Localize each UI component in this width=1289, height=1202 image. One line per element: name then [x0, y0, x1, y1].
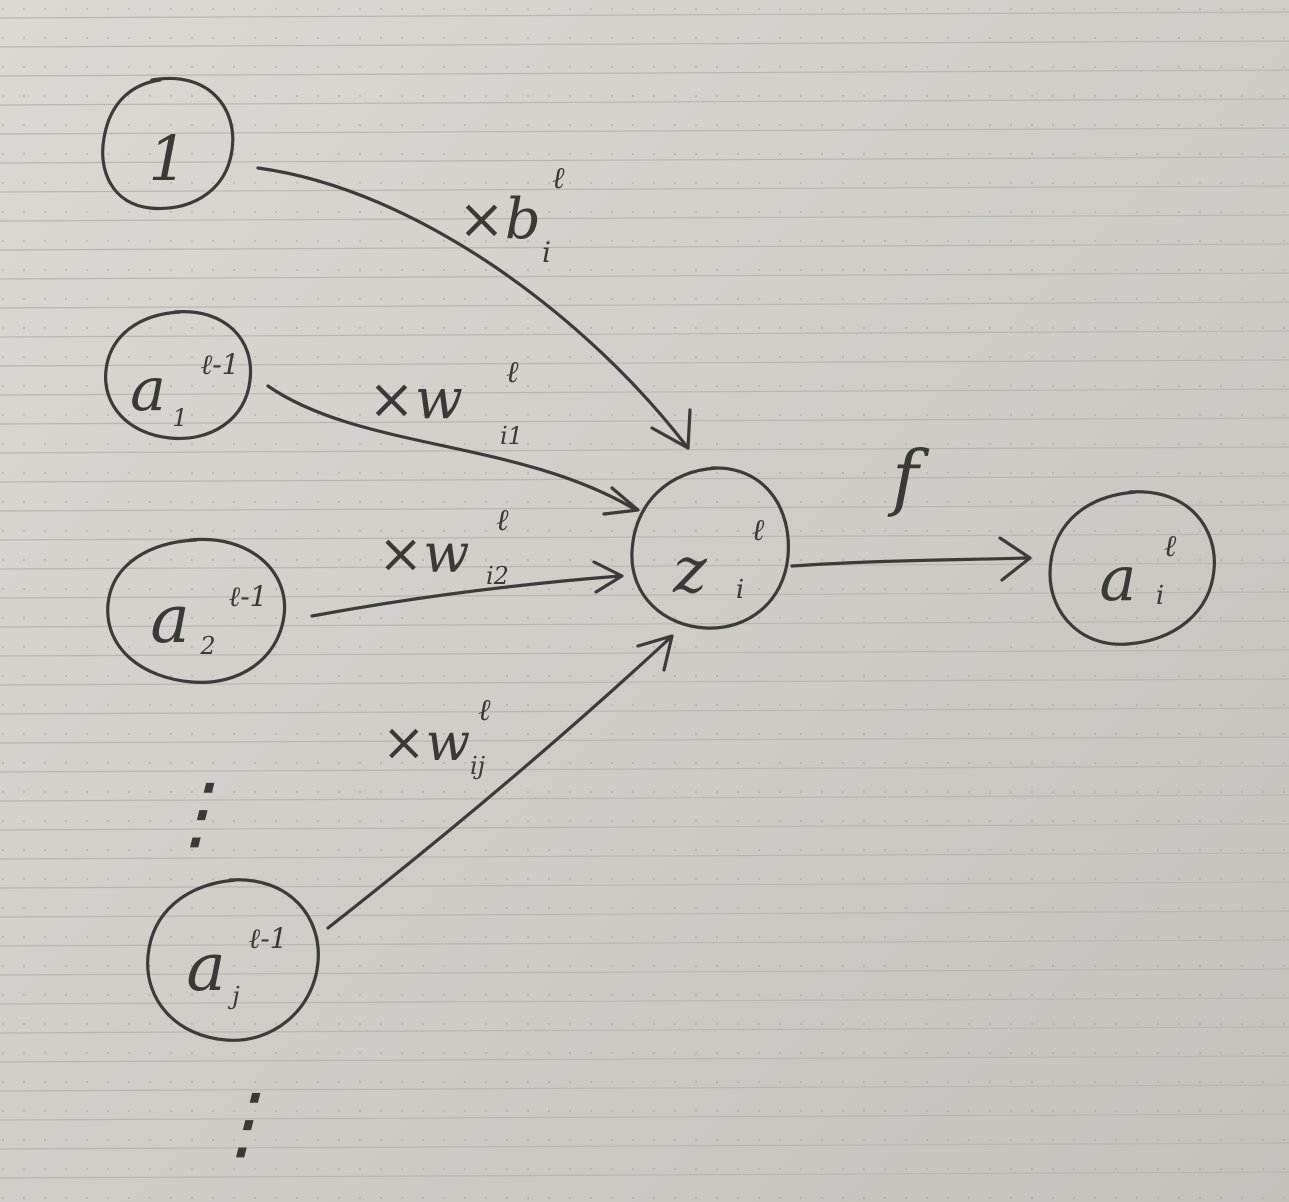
- node-z: z ℓ i: [630, 466, 790, 630]
- node-a1-base: a: [130, 355, 166, 425]
- node-output-sub: i: [1156, 581, 1164, 611]
- node-bias-label: 1: [148, 122, 187, 195]
- node-output-sup: ℓ: [1164, 529, 1177, 564]
- node-a2-base: a: [150, 581, 189, 658]
- edge-bias: ×b ℓ i: [256, 161, 692, 450]
- node-bias: 1: [101, 76, 235, 211]
- edge-w2-sub: i2: [486, 562, 509, 590]
- edge-bias-sub: i: [542, 236, 551, 269]
- edge-bias-sup: ℓ: [552, 161, 565, 196]
- node-a2-sup: ℓ-1: [229, 580, 268, 613]
- node-a1: a ℓ-1 1: [104, 310, 253, 441]
- edge-bias-weight: ×b: [458, 187, 541, 252]
- node-z-sub: i: [736, 575, 744, 605]
- node-aj-base: a: [186, 929, 225, 1006]
- edge-wj: ×w ℓ ij: [326, 634, 674, 930]
- node-a2-sub: 2: [199, 632, 215, 660]
- node-aj: a ℓ-1 j: [146, 878, 320, 1042]
- edge-w1-sub: i1: [500, 422, 523, 450]
- node-z-base: z: [672, 534, 708, 608]
- node-a1-sub: 1: [172, 404, 187, 432]
- ellipsis-lower: ⋮: [202, 1076, 282, 1169]
- edge-w2-sup: ℓ: [496, 503, 509, 538]
- edge-wj-weight: ×w: [382, 713, 470, 773]
- node-a2: a ℓ-1 2: [106, 537, 287, 684]
- edge-w2: ×w ℓ i2: [310, 503, 624, 618]
- edge-w2-weight: ×w: [378, 522, 469, 585]
- edge-w1-weight: ×w: [368, 367, 463, 432]
- edge-w1-sup: ℓ: [506, 355, 519, 390]
- node-output: a ℓ i: [1048, 490, 1216, 646]
- node-output-base: a: [1100, 542, 1137, 615]
- node-z-sup: ℓ: [752, 513, 765, 548]
- node-aj-sup: ℓ-1: [249, 922, 288, 955]
- node-a1-sup: ℓ-1: [201, 348, 240, 381]
- ellipsis-upper: ⋮: [156, 766, 236, 859]
- edge-wj-sup: ℓ: [478, 693, 491, 728]
- edge-w1: ×w ℓ i1: [266, 355, 640, 516]
- edge-wj-sub: ij: [470, 752, 486, 780]
